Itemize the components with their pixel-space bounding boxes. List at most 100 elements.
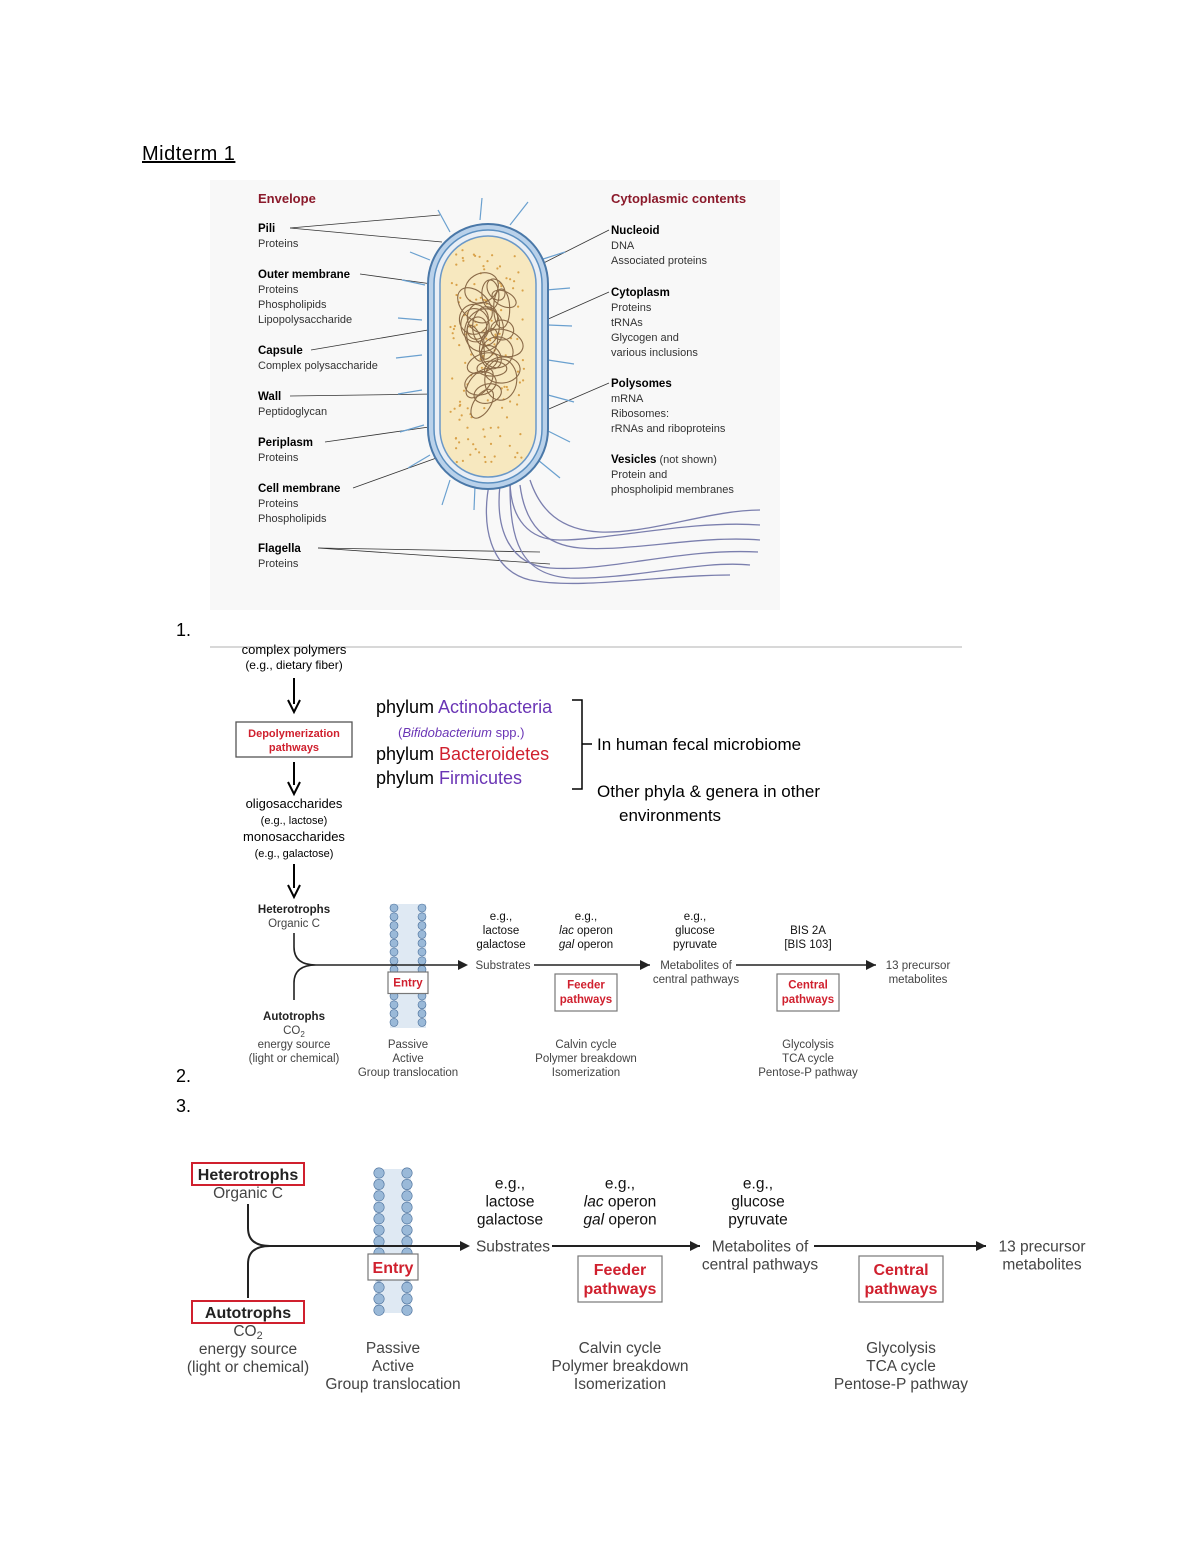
light-chemical-label: (light or chemical): [249, 1053, 340, 1065]
eg-label: e.g.,: [490, 911, 512, 923]
depolymerization-pathways-label: pathways: [269, 742, 319, 754]
page-title: Midterm 1: [142, 143, 236, 165]
co2-label: CO2: [233, 1323, 262, 1342]
pili: [395, 197, 575, 511]
envelope-sublabel: Phospholipids: [258, 299, 327, 311]
cytoplasm-label-2: Polysomes: [611, 378, 672, 390]
monosaccharides-label: monosaccharides: [243, 829, 345, 844]
cytoplasm-sublabel: various inclusions: [611, 347, 698, 359]
feeder-box-text: pathways: [584, 1281, 657, 1298]
lactose-example-label: (e.g., lactose): [261, 815, 328, 827]
nucleoid: [457, 272, 524, 419]
other-environments-label: environments: [619, 806, 721, 825]
heterotrophs-label: Heterotrophs: [258, 904, 330, 916]
ribosomes: [449, 249, 525, 464]
feeder-box-text: Feeder: [594, 1262, 646, 1279]
leader-line: [324, 425, 437, 443]
feeder-box-text: pathways: [560, 994, 612, 1006]
envelope-label-5: Cell membrane: [258, 483, 340, 495]
tca-cycle-label: TCA cycle: [782, 1053, 834, 1065]
autotrophs-label: Autotrophs: [205, 1305, 291, 1322]
galactose-label: galactose: [477, 1211, 543, 1228]
envelope-sublabel: Proteins: [258, 498, 299, 510]
cytoplasm-sublabel: DNA: [611, 240, 635, 252]
lac-operon-label: lac operon: [559, 925, 613, 937]
cytoplasm-sublabel: Proteins: [611, 302, 652, 314]
substrates-label: Substrates: [476, 960, 531, 972]
cytoplasm-sublabel: Glycogen and: [611, 332, 679, 344]
cytoplasm-label-0: Nucleoid: [611, 225, 660, 237]
metabolites-label: Metabolites of: [660, 960, 732, 972]
envelope-label-6: Flagella: [258, 543, 301, 555]
envelope-sublabel: Complex polysaccharide: [258, 360, 378, 372]
oligosaccharides-label: oligosaccharides: [246, 796, 343, 811]
glucose-label: glucose: [675, 925, 715, 937]
leader-line: [310, 329, 429, 351]
leader-line: [289, 214, 441, 229]
feeder-box: [577, 1255, 663, 1303]
envelope-sublabel: Proteins: [258, 238, 299, 250]
precursor-label: 13 precursor: [886, 960, 951, 972]
galactose-example-label: (e.g., galactose): [255, 848, 334, 860]
microbiome-pathway-diagram: complex polymers (e.g., dietary fiber) D…: [210, 642, 962, 1079]
envelope-header: Envelope: [258, 191, 316, 206]
central-box-text: Central: [873, 1262, 928, 1279]
metabolites-label: Metabolites of: [712, 1238, 809, 1255]
phylum-firmicutes: phylum Firmicutes: [376, 768, 522, 788]
list-number-1: 1.: [176, 620, 192, 640]
branch-connector: [247, 1204, 271, 1298]
glycolysis-label: Glycolysis: [782, 1039, 834, 1051]
eg-label: e.g.,: [495, 1175, 525, 1192]
polymer-breakdown-label: Polymer breakdown: [552, 1358, 689, 1375]
cytoplasm-sublabel: rRNAs and riboproteins: [611, 423, 726, 435]
organic-c-label: Organic C: [268, 918, 320, 930]
cytoplasm: [439, 235, 537, 478]
envelope-sublabel: Lipopolysaccharide: [258, 314, 352, 326]
leader-line: [289, 227, 443, 243]
leader-line: [317, 547, 551, 565]
heterotrophs-box: [191, 1162, 305, 1186]
lac-operon-label: lac operon: [584, 1193, 656, 1210]
heterotrophs-label: Heterotrophs: [198, 1167, 299, 1184]
leader-line: [359, 273, 433, 285]
lactose-label: lactose: [485, 1193, 534, 1210]
co2-label: CO2: [283, 1025, 305, 1039]
isomerization-label: Isomerization: [552, 1067, 620, 1079]
leader-line: [317, 547, 541, 553]
eg-label: e.g.,: [575, 911, 597, 923]
precursor-label: 13 precursor: [998, 1238, 1085, 1255]
tca-cycle-label: TCA cycle: [866, 1358, 936, 1375]
entry-box: [387, 971, 429, 995]
calvin-cycle-label: Calvin cycle: [579, 1340, 662, 1357]
central-pathways-metab-label: central pathways: [702, 1256, 819, 1273]
envelope-label-1: Outer membrane: [258, 269, 350, 281]
lactose-label: lactose: [483, 925, 519, 937]
list-number-2: 2.: [176, 1066, 192, 1086]
other-phyla-label: Other phyla & genera in other: [597, 782, 820, 801]
dietary-fiber-label: (e.g., dietary fiber): [245, 658, 342, 672]
passive-label: Passive: [366, 1340, 420, 1357]
energy-source-label: energy source: [258, 1039, 331, 1051]
light-chemical-label: (light or chemical): [187, 1359, 309, 1376]
list-number-3: 3.: [176, 1096, 192, 1116]
envelope-label-0: Pili: [258, 223, 275, 235]
cytoplasm-sublabel: phospholipid membranes: [611, 484, 734, 496]
envelope-sublabel: Proteins: [258, 558, 299, 570]
glucose-label: glucose: [731, 1193, 784, 1210]
eg-label: e.g.,: [743, 1175, 773, 1192]
precursor-metabolites-label: metabolites: [889, 974, 948, 986]
precursor-metabolites-label: metabolites: [1002, 1256, 1082, 1273]
gal-operon-label: gal operon: [583, 1211, 656, 1228]
passive-label: Passive: [388, 1039, 428, 1051]
envelope-label-3: Wall: [258, 391, 281, 403]
bis103-label: [BIS 103]: [784, 939, 831, 951]
gal-operon-label: gal operon: [559, 939, 613, 951]
envelope-label-2: Capsule: [258, 345, 303, 357]
eg-label: e.g.,: [684, 911, 706, 923]
bracket: [572, 699, 592, 790]
envelope-sublabel: Proteins: [258, 452, 299, 464]
cytoplasmic-contents-header: Cytoplasmic contents: [611, 191, 746, 206]
central-box-text: pathways: [865, 1281, 938, 1298]
